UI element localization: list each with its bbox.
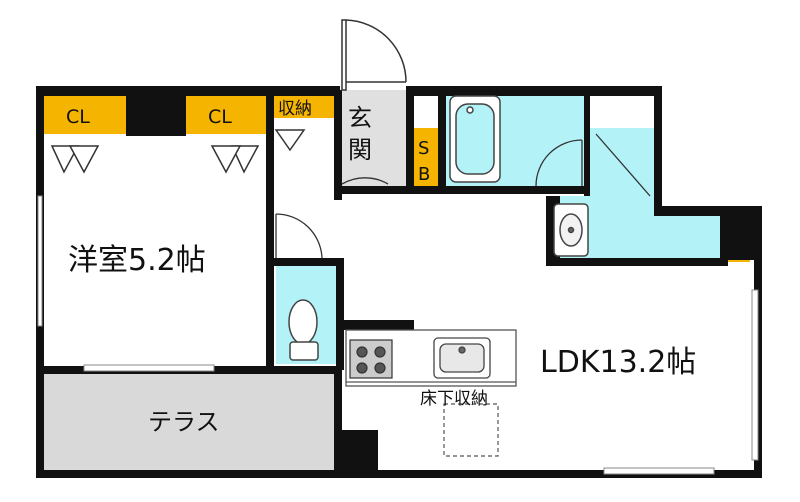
terrace-floor [42, 372, 338, 472]
underfloor-storage-outline [443, 403, 499, 457]
washbasin-icon [553, 203, 589, 257]
shoe-box [414, 128, 438, 186]
closet-right-box [186, 96, 268, 134]
toilet-icon [288, 299, 319, 361]
entrance-label-1: 玄 [348, 104, 372, 132]
bathtub-icon [449, 95, 501, 183]
storage-box [274, 96, 334, 118]
entrance-label-2: 関 [348, 136, 372, 164]
entrance-floor [340, 90, 410, 188]
storage-label: 収納 [278, 99, 312, 119]
windows [37, 195, 759, 475]
ldk-label: LDK13.2帖 [540, 345, 696, 380]
stove-icon [349, 339, 393, 379]
terrace-label: テラス [148, 408, 220, 436]
shoe-box-label-s: S [418, 138, 429, 159]
washroom-floor [560, 128, 720, 258]
closet-right-label: CL [208, 106, 232, 128]
closet-doors [50, 129, 306, 174]
sink-icon [433, 337, 491, 379]
shoe-box-label-b: B [418, 164, 430, 185]
closet-left-label: CL [66, 106, 90, 128]
closet-left-box [44, 96, 126, 134]
western-room-label: 洋室5.2帖 [68, 243, 206, 278]
underfloor-storage-label: 床下収納 [420, 389, 488, 409]
door-swing-icon [341, 19, 407, 91]
door-swings [275, 133, 651, 259]
